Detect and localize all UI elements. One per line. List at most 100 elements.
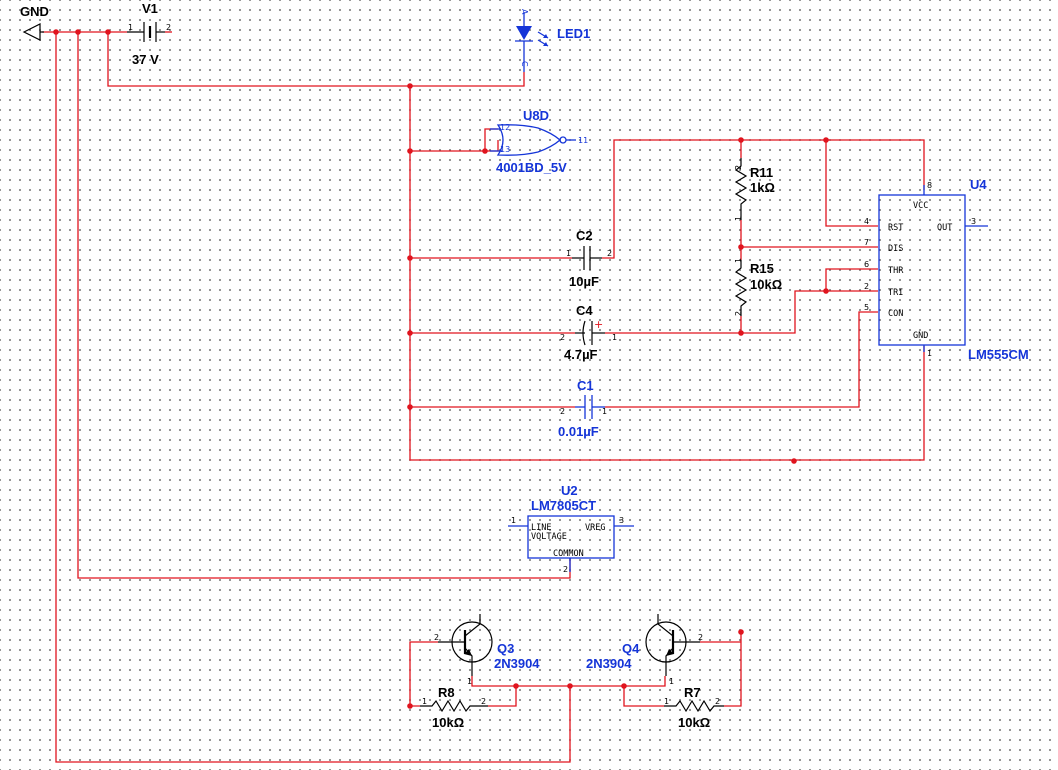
- junction-dot: [407, 148, 413, 154]
- u2-pin3: 3: [619, 516, 624, 525]
- battery-v1[interactable]: 1 2 V1 37 V: [127, 1, 171, 67]
- r11-value: 1kΩ: [750, 180, 775, 195]
- r8-pin1: 1: [422, 697, 427, 706]
- junction-dot: [75, 29, 81, 35]
- junction-dot: [407, 703, 413, 709]
- junction-dots: [53, 29, 829, 709]
- u4-pin-con-label: CON: [888, 309, 903, 319]
- junction-dot: [407, 404, 413, 410]
- c1-pin1: 1: [602, 407, 607, 416]
- u4-value: LM555CM: [968, 347, 1029, 362]
- junction-dot: [407, 330, 413, 336]
- c1-value: 0.01µF: [558, 424, 599, 439]
- u2-pin2: 2: [563, 565, 568, 574]
- r11-ref: R11: [750, 165, 773, 180]
- junction-dot: [53, 29, 59, 35]
- c4-pin2: 2: [560, 333, 565, 342]
- junction-dot: [823, 288, 829, 294]
- v1-ref: V1: [142, 1, 158, 16]
- transistor-q3[interactable]: 2 1 Q3 2N3904: [434, 614, 540, 686]
- r7-ref: R7: [684, 685, 701, 700]
- u4-pin2: 2: [864, 282, 869, 291]
- q3-ref: Q3: [497, 641, 514, 656]
- v1-value: 37 V: [132, 52, 159, 67]
- junction-dot: [482, 148, 488, 154]
- junction-dot: [407, 255, 413, 261]
- u2-pin1: 1: [511, 516, 516, 525]
- u8d-pin11: 11: [578, 136, 588, 145]
- resistor-r7[interactable]: 1 2 R7 10kΩ: [664, 685, 724, 730]
- ic-u4-lm555[interactable]: VCC RST DIS THR TRI CON GND OUT 8 4 7 6 …: [864, 177, 1029, 362]
- r8-ref: R8: [438, 685, 455, 700]
- c4-ref: C4: [576, 303, 593, 318]
- c4-value: 4.7µF: [564, 347, 598, 362]
- u8d-value: 4001BD_5V: [496, 160, 567, 175]
- u4-pin-rst-label: RST: [888, 223, 903, 233]
- wires: [42, 31, 925, 763]
- r7-pin2: 2: [715, 697, 720, 706]
- r15-pin1: 1: [734, 258, 743, 263]
- junction-dot: [105, 29, 111, 35]
- ground-label: GND: [20, 4, 49, 19]
- junction-dot: [567, 683, 573, 689]
- junction-dot: [621, 683, 627, 689]
- r11-pin1: 1: [734, 216, 743, 221]
- r15-value: 10kΩ: [750, 277, 782, 292]
- r15-pin2: 2: [734, 311, 743, 316]
- led1-pin-a: A: [520, 9, 529, 15]
- resistor-r11[interactable]: 2 1 R11 1kΩ: [734, 158, 775, 221]
- junction-dot: [823, 137, 829, 143]
- junction-dot: [738, 330, 744, 336]
- q3-pin2: 2: [434, 633, 439, 642]
- c2-pin1: 1: [566, 249, 571, 258]
- ground-symbol[interactable]: GND: [20, 4, 49, 41]
- u4-pin1: 1: [927, 349, 932, 358]
- u4-pin-dis-label: DIS: [888, 244, 903, 254]
- q4-value: 2N3904: [586, 656, 632, 671]
- c4-pin1: 1: [612, 333, 617, 342]
- u4-pin-out-label: OUT: [937, 223, 952, 233]
- nor-gate-u8d[interactable]: 12 13 11 U8D 4001BD_5V: [490, 108, 588, 175]
- junction-dot: [791, 458, 797, 464]
- u2-line-label: LINE: [531, 523, 551, 533]
- v1-pin2: 2: [166, 23, 171, 32]
- junction-dot: [738, 629, 744, 635]
- junction-dot: [738, 137, 744, 143]
- u4-ref: U4: [970, 177, 987, 192]
- resistor-r15[interactable]: 1 2 R15 10kΩ: [734, 258, 782, 316]
- u4-pin-tri-label: TRI: [888, 288, 903, 298]
- q3-pin1: 1: [467, 677, 472, 686]
- c2-value: 10µF: [569, 274, 599, 289]
- junction-dot: [738, 244, 744, 250]
- u4-pin6: 6: [864, 260, 869, 269]
- u8d-pin13: 13: [500, 145, 510, 154]
- u8d-pin12: 12: [500, 123, 510, 132]
- r7-value: 10kΩ: [678, 715, 710, 730]
- u4-pin4: 4: [864, 217, 869, 226]
- c4-polarity: +: [594, 318, 603, 331]
- u2-vreg-label: VREG: [585, 523, 605, 533]
- u2-value: LM7805CT: [531, 498, 596, 513]
- q4-pin1: 1: [669, 677, 674, 686]
- transistor-q4[interactable]: 2 1 Q4 2N3904: [586, 614, 703, 686]
- v1-pin1: 1: [128, 23, 133, 32]
- q4-pin2: 2: [698, 633, 703, 642]
- regulator-u2-lm7805[interactable]: LINE VOLTAGE VREG COMMON 1 3 2 U2 LM7805…: [508, 483, 634, 574]
- c2-pin2: 2: [607, 249, 612, 258]
- led1-ref: LED1: [557, 26, 590, 41]
- led1-pin-c: C: [520, 61, 529, 67]
- capacitor-c2[interactable]: 1 2 C2 10µF: [566, 228, 612, 289]
- capacitor-c1[interactable]: 2 1 C1 0.01µF: [558, 378, 607, 439]
- resistor-r8[interactable]: 1 2 R8 10kΩ: [420, 685, 488, 730]
- led1[interactable]: A C LED1: [515, 9, 590, 72]
- capacitor-c4[interactable]: 2 1 + C4 4.7µF: [560, 303, 617, 362]
- u4-pin3: 3: [971, 217, 976, 226]
- junction-dot: [407, 83, 413, 89]
- junction-dot: [513, 683, 519, 689]
- u4-pin-thr-label: THR: [888, 266, 904, 276]
- u4-pin-vcc-label: VCC: [913, 201, 928, 211]
- r11-pin2: 2: [734, 165, 743, 170]
- c1-ref: C1: [577, 378, 594, 393]
- r7-pin1: 1: [664, 697, 669, 706]
